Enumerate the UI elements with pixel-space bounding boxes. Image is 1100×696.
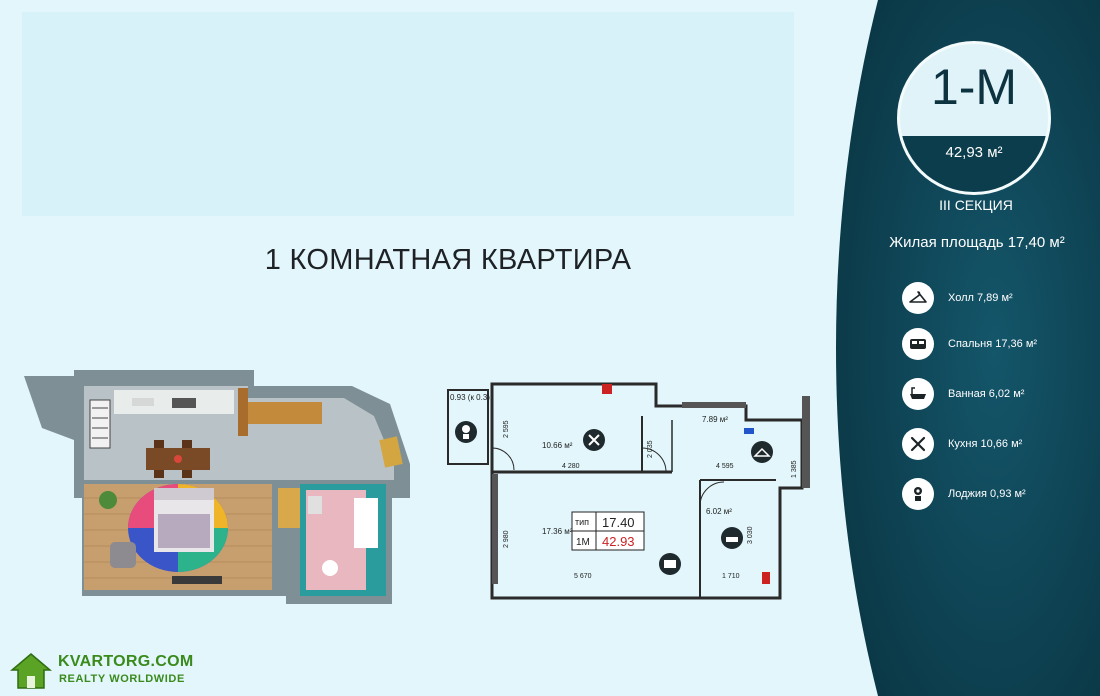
hall-area-label: 7.89 м² [702, 415, 728, 424]
watermark-tagline: REALTY WORLDWIDE [59, 673, 185, 685]
dim-hall-width: 4 595 [716, 463, 734, 470]
room-item-hall: Холл 7,89 м² [902, 282, 1013, 314]
bed-icon [902, 328, 934, 360]
room-label-loggia: Лоджия 0,93 м² [948, 488, 1026, 500]
plan-bed-icon [659, 553, 681, 575]
room-item-loggia: Лоджия 0,93 м² [902, 478, 1026, 510]
apartment-type-badge: 1-М 42,93 м² [900, 44, 1048, 192]
page-title: 1 КОМНАТНАЯ КВАРТИРА [264, 244, 632, 276]
type-table-label: тип [575, 517, 589, 527]
dim-bath-width: 1 710 [722, 573, 740, 580]
loggia-area-label: 0.93 (к 0.3) [450, 393, 490, 402]
type-table-type: 1М [576, 537, 590, 548]
bathtub-icon [902, 378, 934, 410]
floor-plan: 0.93 (к 0.3) 10.66 м² 7.89 м² 17.36 м² 6… [447, 382, 810, 600]
badge-area-band: 42,93 м² [900, 136, 1048, 192]
room-label-bath: Ванная 6,02 м² [948, 388, 1025, 400]
bedroom-area-label: 17.36 м² [542, 527, 573, 536]
dim-kitchen-height: 2 595 [503, 420, 510, 438]
flower-icon [902, 478, 934, 510]
plan-fork-knife-icon [583, 429, 605, 451]
total-area: 42,93 м² [945, 144, 1003, 161]
dim-kitchen-width: 4 280 [562, 463, 580, 470]
dim-bedroom-height: 2 980 [503, 530, 510, 548]
room-item-kitchen: Кухня 10,66 м² [902, 428, 1022, 460]
plan-bathtub-icon [721, 527, 743, 549]
apartment-3d-render [24, 370, 410, 604]
plan-hanger-icon [751, 441, 773, 463]
bath-area-label: 6.02 м² [706, 507, 732, 516]
room-label-hall: Холл 7,89 м² [948, 292, 1013, 304]
apartment-type: 1-М [930, 59, 1018, 115]
watermark: KVARTORG.COM REALTY WORLDWIDE [9, 652, 210, 692]
type-table-total: 42.93 [602, 534, 635, 549]
dim-bedroom-width: 5 670 [574, 573, 592, 580]
living-area-label: Жилая площадь 17,40 м² [889, 234, 1065, 251]
dim-bath-height: 3 030 [747, 526, 754, 544]
room-label-bedroom: Спальня 17,36 м² [948, 338, 1038, 350]
fork-knife-icon [902, 428, 934, 460]
dim-hall-depth: 2 035 [647, 440, 654, 458]
dim-right: 1 385 [791, 460, 798, 478]
watermark-brand: KVARTORG.COM [58, 653, 194, 670]
section-label: III СЕКЦИЯ [939, 197, 1013, 213]
house-logo-icon [9, 653, 53, 689]
kitchen-area-label: 10.66 м² [542, 441, 573, 450]
type-table-living: 17.40 [602, 515, 635, 530]
room-item-bath: Ванная 6,02 м² [902, 378, 1024, 410]
room-item-bedroom: Спальня 17,36 м² [902, 328, 1037, 360]
plan-flower-icon [455, 421, 477, 443]
hanger-icon [902, 282, 934, 314]
banner-placeholder [22, 12, 794, 216]
room-label-kitchen: Кухня 10,66 м² [948, 438, 1023, 450]
type-table: тип 1М 17.40 42.93 [571, 511, 645, 551]
